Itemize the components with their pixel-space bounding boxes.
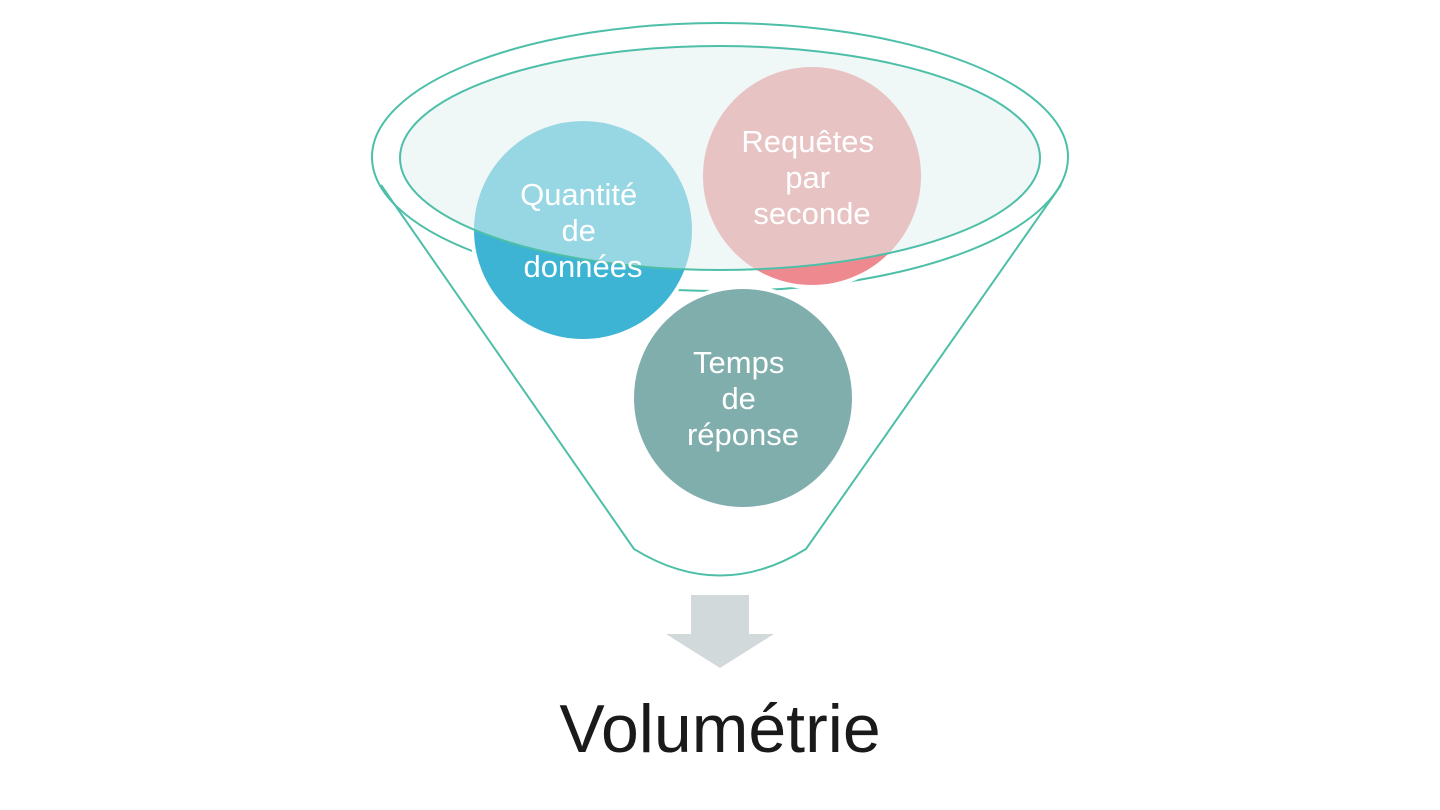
requetes-line-1: Requêtes: [741, 124, 874, 159]
circle-label-requetes: Requêtes par seconde: [741, 124, 882, 231]
quantite-line-1: Quantité: [520, 177, 637, 212]
circle-label-temps: Temps de réponse: [687, 345, 799, 452]
down-arrow-icon: [666, 595, 774, 668]
requetes-line-2: par: [785, 160, 830, 195]
result-label: Volumétrie: [559, 691, 880, 767]
input-circle-temps: [630, 285, 856, 511]
funnel-inner-rim: [399, 45, 1041, 271]
quantite-line-3: données: [524, 249, 643, 284]
temps-line-1: Temps: [693, 345, 784, 380]
funnel-body: [380, 184, 1062, 577]
temps-line-2: de: [721, 381, 755, 416]
requetes-line-3: seconde: [753, 196, 870, 231]
quantite-line-2: de: [561, 213, 595, 248]
circle-temps-shape: [630, 285, 856, 511]
circle-label-quantite: Quantité de données: [520, 177, 646, 284]
temps-line-3: réponse: [687, 417, 799, 452]
